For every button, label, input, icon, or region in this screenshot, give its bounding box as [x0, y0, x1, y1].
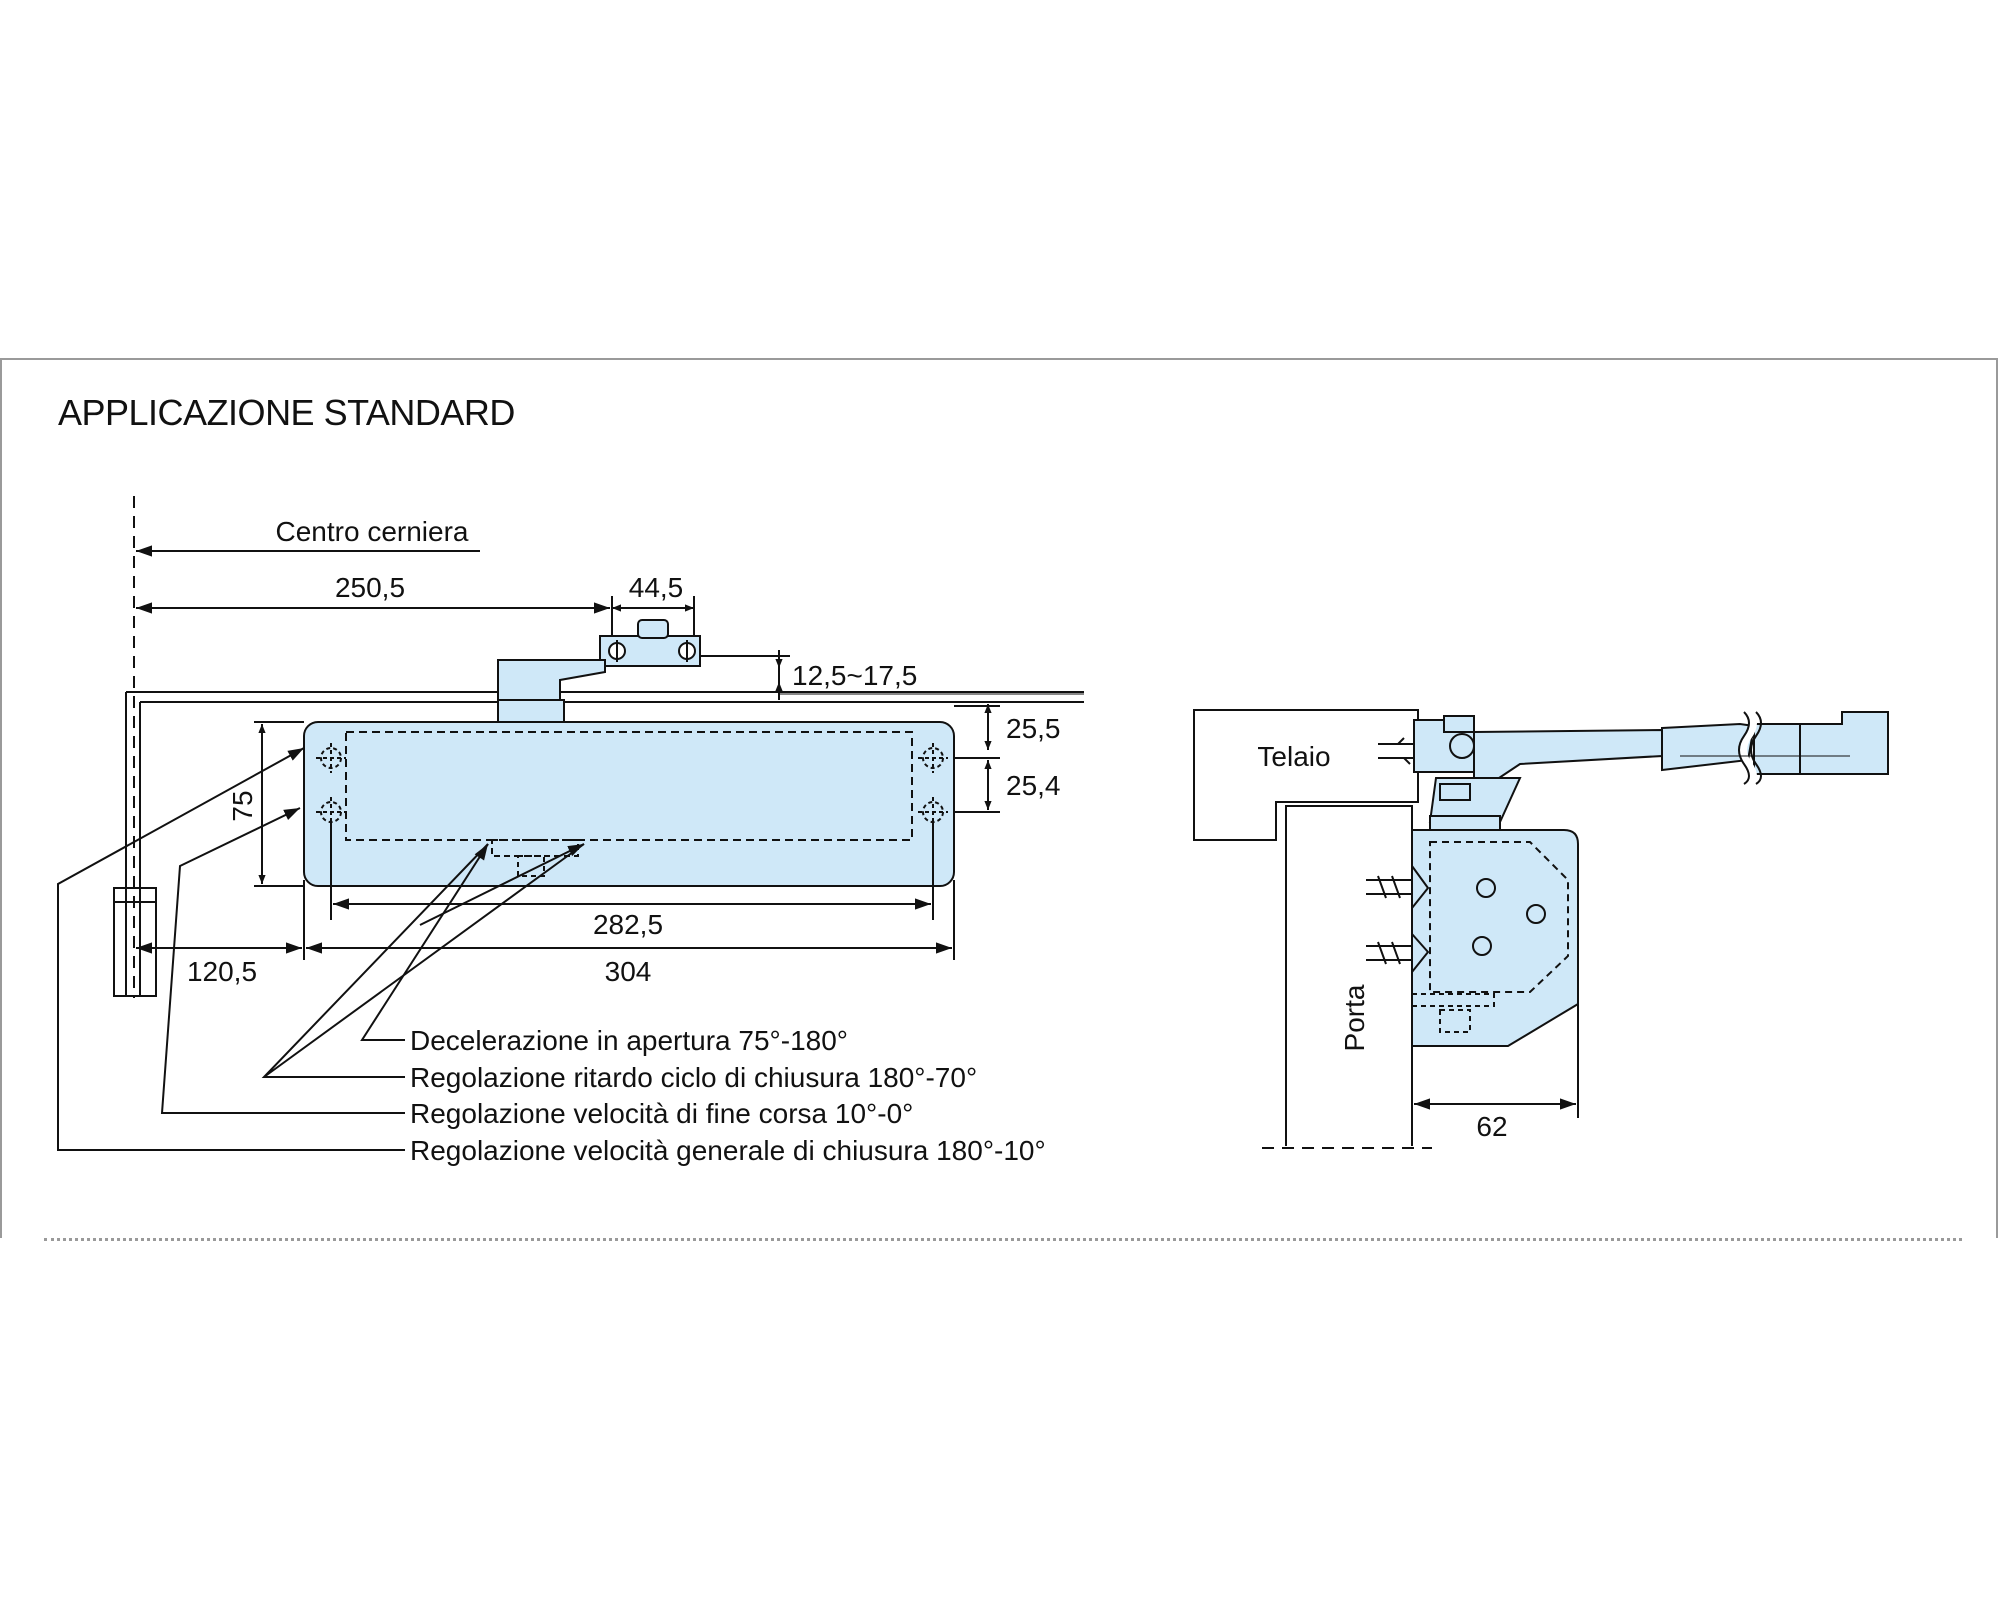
dim-25-5-label: 25,5 — [1006, 713, 1061, 744]
hinge-center-label: Centro cerniera — [276, 516, 469, 547]
leader-4 — [57, 747, 405, 1151]
drawing-panel — [0, 358, 1998, 1238]
callout-1: Decelerazione in apertura 75°-180° — [410, 1025, 848, 1056]
dim-282-label: 282,5 — [593, 909, 663, 940]
door-frame-lines — [125, 691, 1084, 995]
side-closer-body — [1411, 829, 1579, 1047]
closer-body — [303, 721, 955, 887]
dim-304-label: 304 — [605, 956, 652, 987]
dim-12-label: 12,5~17,5 — [792, 660, 917, 691]
section-title: APPLICAZIONE STANDARD — [58, 392, 515, 433]
inner-dashed-outline — [345, 731, 913, 841]
frame-block — [1193, 709, 1419, 841]
dim-25-4-label: 25,4 — [1006, 770, 1061, 801]
dim-75-label: 75 — [227, 790, 258, 821]
callout-2: Regolazione ritardo ciclo di chiusura 18… — [410, 1062, 977, 1093]
frame-label: Telaio — [1257, 741, 1330, 772]
dim-62-label: 62 — [1476, 1111, 1507, 1142]
dim-250-label: 250,5 — [335, 572, 405, 603]
dim-44-label: 44,5 — [629, 572, 684, 603]
leader-2 — [261, 843, 585, 1078]
callout-4: Regolazione velocità generale di chiusur… — [410, 1135, 1046, 1166]
hinge — [113, 887, 157, 997]
side-arm — [1473, 728, 1663, 785]
side-view — [1193, 709, 1889, 1149]
front-view — [57, 496, 1084, 1151]
callout-3: Regolazione velocità di fine corsa 10°-0… — [410, 1098, 913, 1129]
dotted-separator — [44, 1238, 1962, 1241]
door-block — [1285, 805, 1413, 1146]
leader-1 — [360, 843, 489, 1041]
leader-3 — [160, 807, 405, 1114]
door-label: Porta — [1339, 984, 1370, 1051]
dim-120-label: 120,5 — [187, 956, 257, 987]
